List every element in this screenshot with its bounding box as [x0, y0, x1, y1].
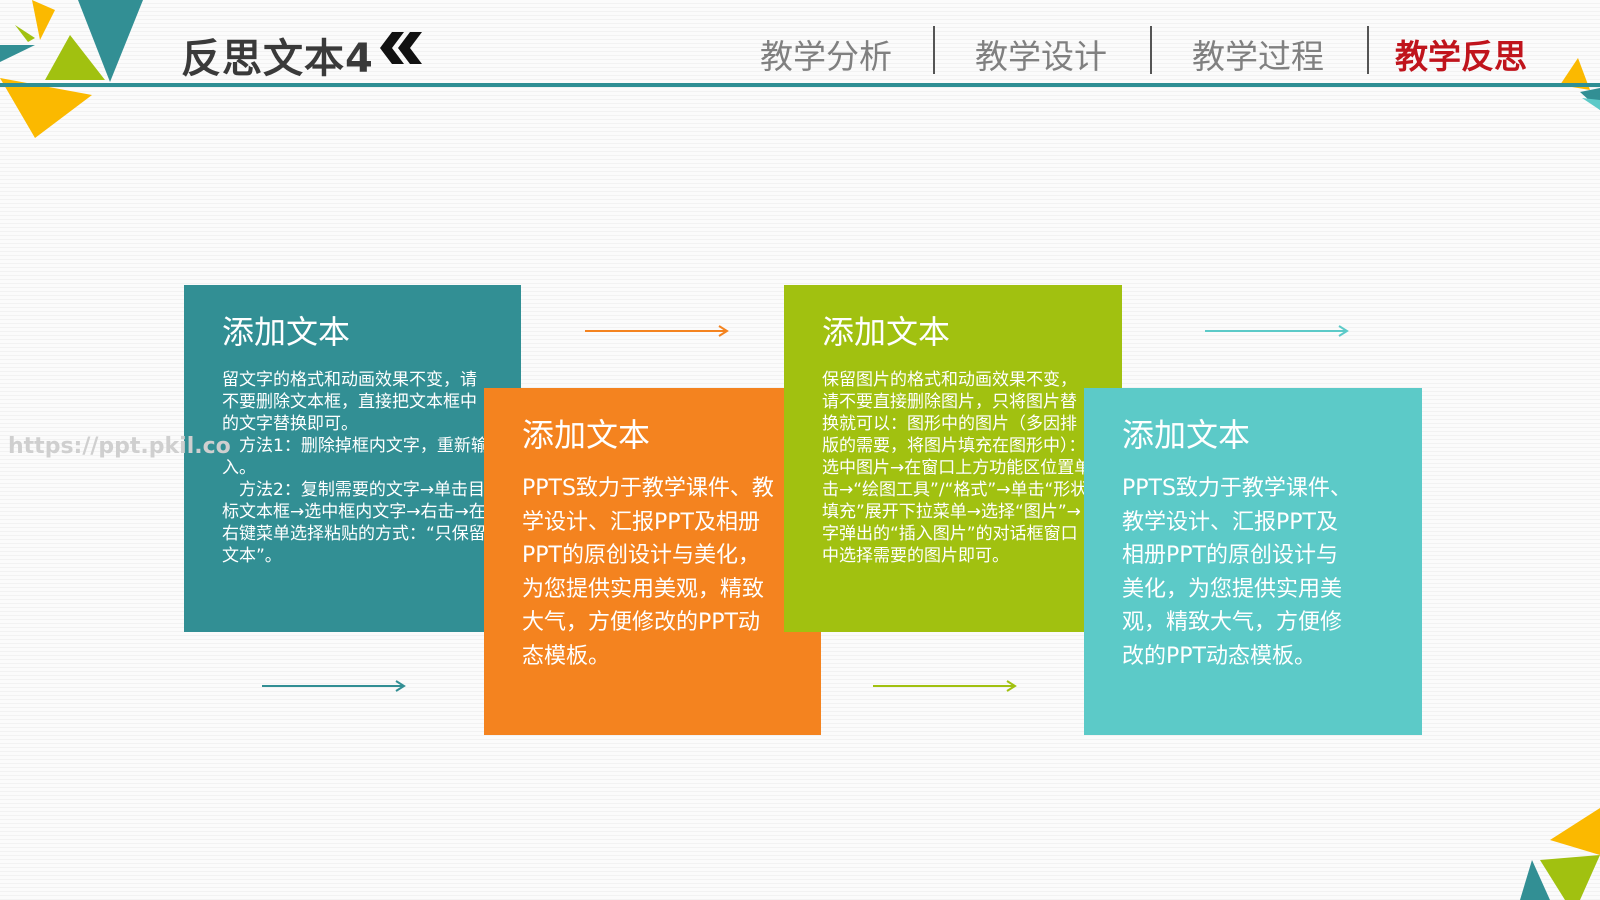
arrow-right-icon: [873, 680, 1017, 692]
corner-triangles-decoration: [0, 0, 143, 138]
card-paragraph: 方法1：删除掉框内文字，重新输入。: [222, 436, 488, 478]
right-triangles-decoration: [1560, 58, 1600, 110]
page-title: 反思文本4: [181, 36, 374, 82]
card-title: 添加文本: [522, 416, 651, 454]
arrow-right-icon: [262, 680, 406, 692]
card-body: PPTS致力于教学课件、教学设计、汇报PPT及相册PPT的原创设计与美化，为您提…: [522, 476, 774, 669]
card-body: 保留图片的格式和动画效果不变，请不要直接删除图片，只将图片替换就可以：图形中的图…: [822, 370, 1092, 566]
double-chevron-left-icon: [380, 32, 422, 64]
nav-separator: [933, 26, 935, 74]
nav-tab-reflection[interactable]: 教学反思: [1395, 37, 1527, 76]
card-body: PPTS致力于教学课件、教学设计、汇报PPT及相册PPT的原创设计与美化，为您提…: [1122, 476, 1352, 669]
arrow-right-icon: [1205, 325, 1349, 337]
nav-tab-analysis[interactable]: 教学分析: [760, 37, 892, 76]
bottom-right-triangles-decoration: [1520, 808, 1600, 900]
nav-tab-design[interactable]: 教学设计: [975, 37, 1107, 76]
arrow-right-icon: [585, 325, 729, 337]
nav-separator: [1367, 26, 1369, 74]
card-2: 添加文本 PPTS致力于教学课件、教学设计、汇报PPT及相册PPT的原创设计与美…: [484, 388, 821, 735]
card-title: 添加文本: [822, 313, 951, 351]
card-title: 添加文本: [222, 313, 351, 351]
card-1: 添加文本 留文字的格式和动画效果不变，请不要删除文本框，直接把文本框中的文字替换…: [184, 285, 521, 632]
nav-tab-process[interactable]: 教学过程: [1192, 37, 1324, 76]
card-paragraph: 方法2：复制需要的文字→单击目标文本框→选中框内文字→右击→在右键菜单选择粘贴的…: [222, 480, 486, 566]
card-title: 添加文本: [1122, 416, 1251, 454]
header-divider: [0, 83, 1600, 87]
card-body: 留文字的格式和动画效果不变，请不要删除文本框，直接把文本框中的文字替换即可。 方…: [222, 369, 521, 567]
card-paragraph: 留文字的格式和动画效果不变，请不要删除文本框，直接把文本框中的文字替换即可。: [222, 370, 477, 434]
card-4: 添加文本 PPTS致力于教学课件、教学设计、汇报PPT及相册PPT的原创设计与美…: [1084, 388, 1422, 735]
card-3: 添加文本 保留图片的格式和动画效果不变，请不要直接删除图片，只将图片替换就可以：…: [784, 285, 1122, 632]
watermark: https://ppt.pkil.co: [8, 434, 231, 459]
nav-separator: [1150, 26, 1152, 74]
